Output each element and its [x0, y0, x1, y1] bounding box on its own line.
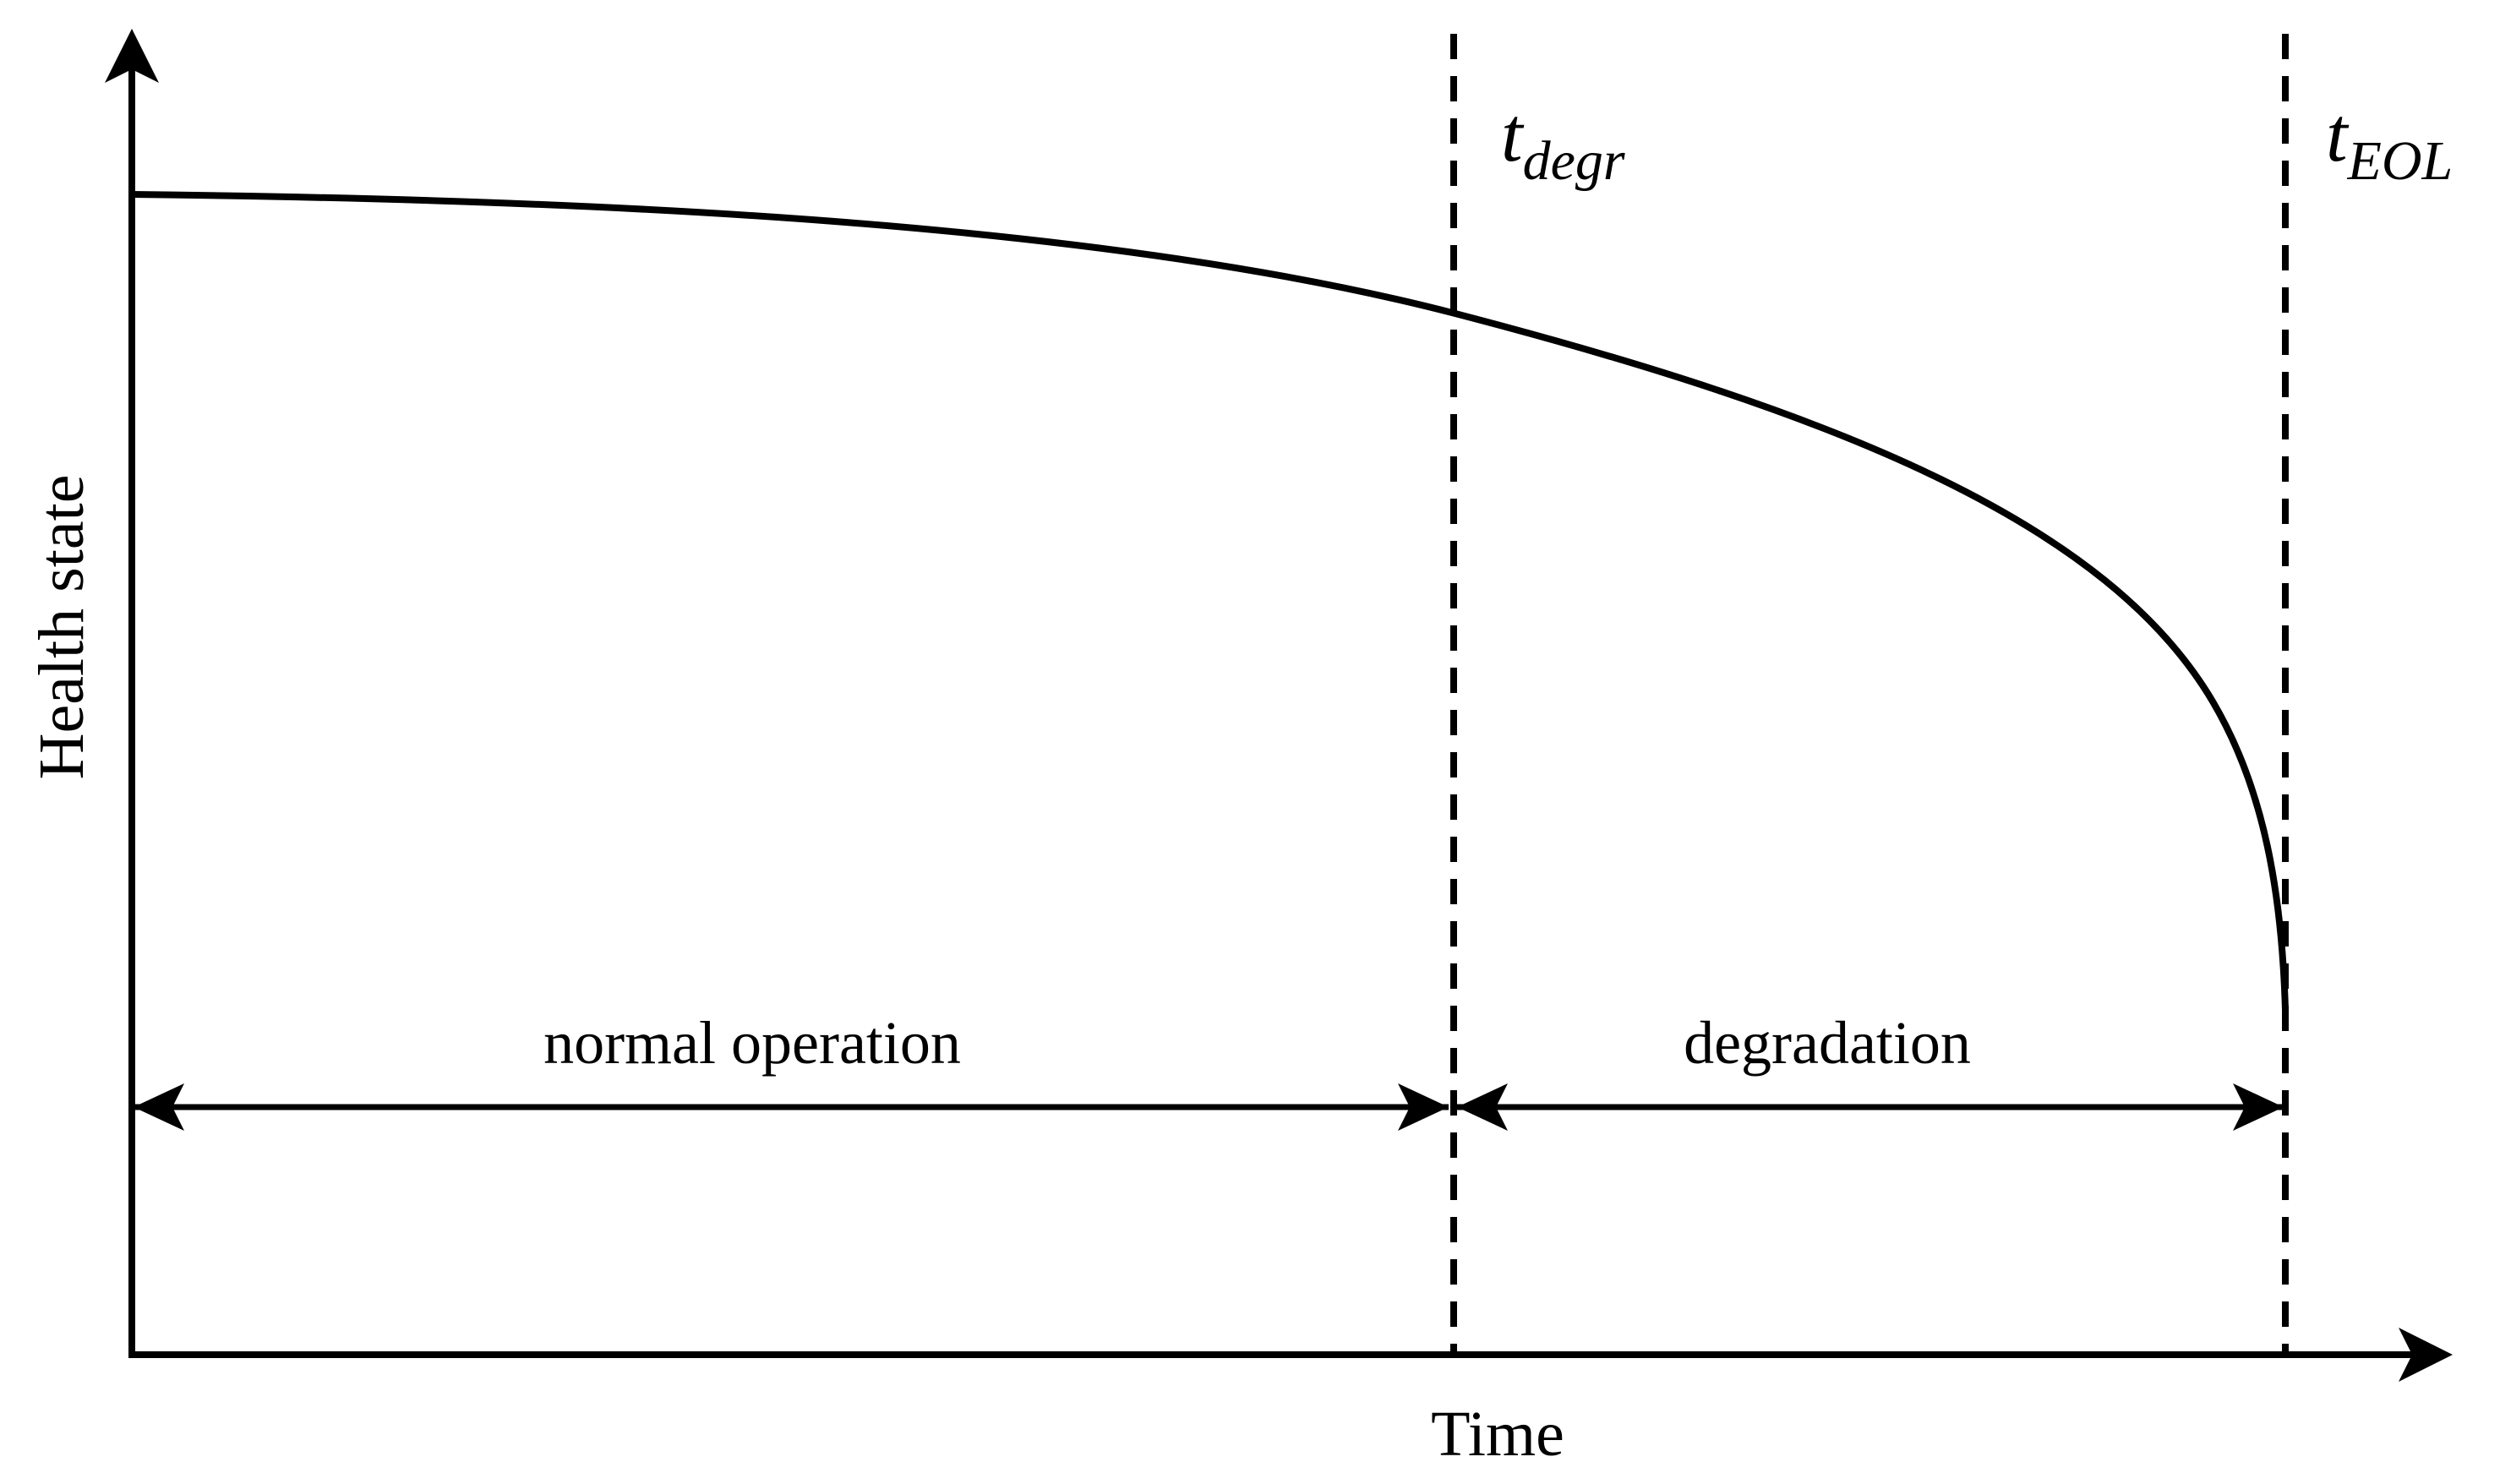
t-eol-subscript: EOL	[2347, 130, 2454, 192]
normal-span-left-arrowhead	[134, 1083, 184, 1131]
degradation-label: degradation	[1684, 1009, 1971, 1077]
y-axis-title: Health state	[26, 475, 97, 780]
t-degr-base: t	[1501, 91, 1525, 177]
x-axis	[128, 1328, 2453, 1382]
y-axis-arrowhead	[105, 29, 159, 83]
t-degr-subscript: degr	[1523, 130, 1625, 192]
degradation-span-right-arrowhead	[2233, 1083, 2284, 1131]
degradation-span-left-arrowhead	[1457, 1083, 1508, 1131]
health-curve	[131, 191, 2289, 1011]
y-axis	[105, 29, 159, 1355]
normal-span-right-arrowhead	[1398, 1083, 1449, 1131]
degradation-span	[1457, 1083, 2284, 1131]
normal-operation-span	[132, 1083, 1449, 1131]
t-degr-label: tdegr	[1501, 91, 1625, 192]
t-eol-label: tEOL	[2326, 91, 2453, 192]
x-axis-title: Time	[1431, 1399, 1564, 1470]
x-axis-arrowhead	[2399, 1328, 2453, 1382]
t-eol-base: t	[2326, 91, 2350, 177]
normal-operation-label: normal operation	[543, 1009, 961, 1077]
